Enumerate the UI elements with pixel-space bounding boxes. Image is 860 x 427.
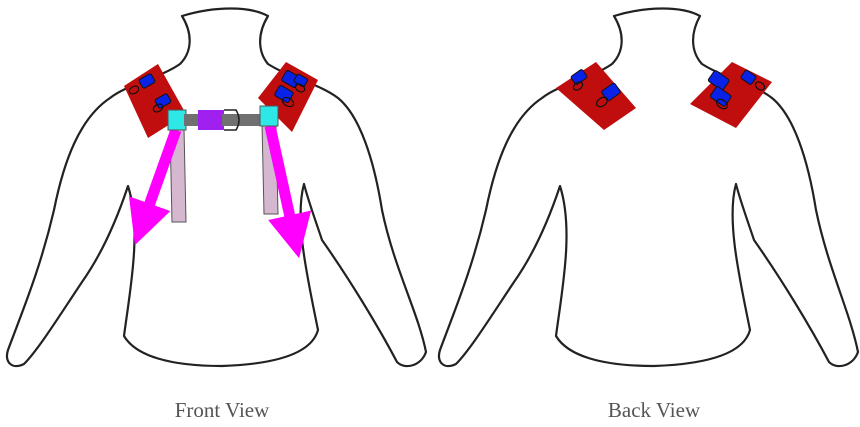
buckle-icon — [260, 106, 278, 126]
strap-gray-segment — [222, 114, 264, 126]
front-view-caption: Front View — [175, 398, 270, 423]
back-view — [439, 9, 858, 367]
back-torso-outline — [439, 9, 858, 367]
front-view — [7, 9, 426, 367]
strap-gray-segment — [184, 114, 200, 126]
back-view-caption: Back View — [608, 398, 700, 423]
buckle-icon — [168, 110, 186, 130]
strap-purple-segment — [198, 110, 224, 130]
front-torso-outline — [7, 9, 426, 367]
